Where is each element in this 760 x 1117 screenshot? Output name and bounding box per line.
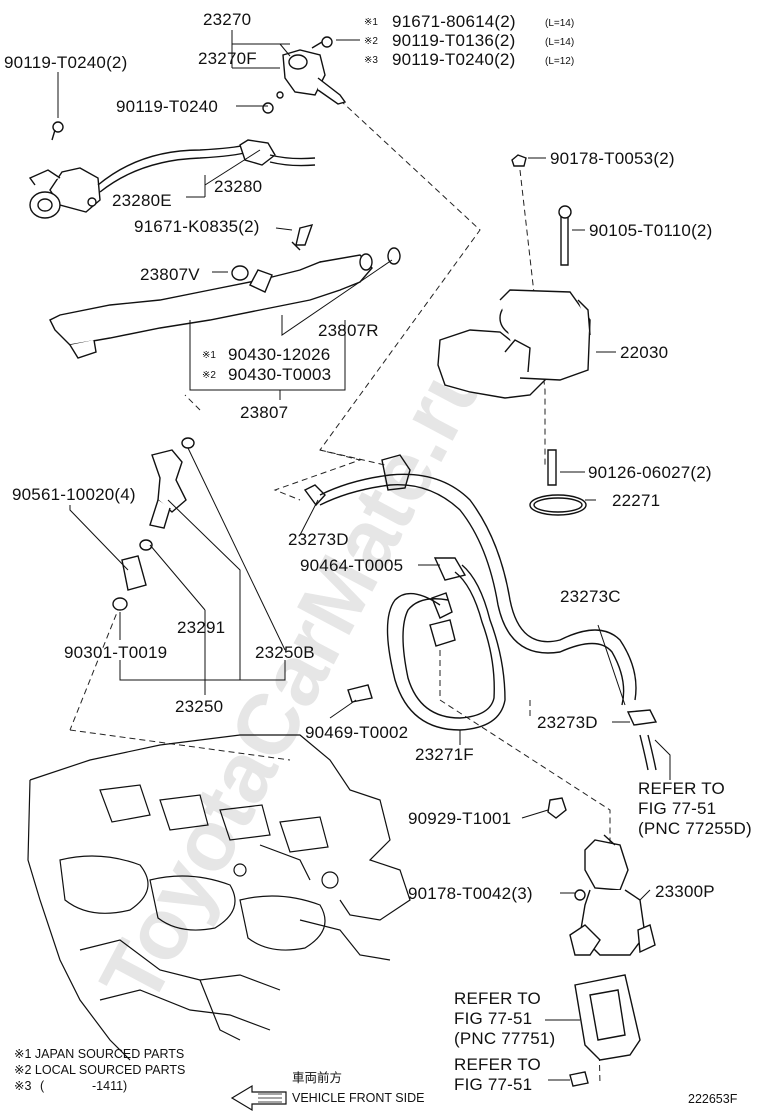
marker-2-pipe: ※2 (202, 370, 216, 381)
ecu-bracket (569, 974, 641, 1087)
footnote-3-marker: ※3 (14, 1079, 31, 1093)
label-90430-t0003: 90430-T0003 (228, 365, 331, 384)
label-23807: 23807 (240, 403, 288, 422)
front-label-jp: 車両前方 (292, 1070, 342, 1085)
bolt-row-1-part: 91671-80614(2) (392, 12, 516, 31)
figure-code: 222653F (688, 1092, 738, 1106)
label-23271f: 23271F (415, 745, 474, 764)
label-23273d-lower: 23273D (537, 713, 598, 732)
label-23300p: 23300P (655, 882, 715, 901)
refer-1-line3: (PNC 77255D) (638, 819, 752, 838)
refer-1-line2: FIG 77-51 (638, 799, 716, 818)
label-22271: 22271 (612, 491, 660, 510)
refer-3-line1: REFER TO (454, 1055, 541, 1074)
label-90126-06027: 90126-06027(2) (588, 463, 712, 482)
bolt-variant-table: ※1 91671-80614(2) (L=14) ※2 90119-T0136(… (364, 12, 574, 69)
label-23250: 23250 (175, 697, 223, 716)
refer-2-line1: REFER TO (454, 989, 541, 1008)
label-23280e: 23280E (112, 191, 172, 210)
fuel-injector (112, 437, 195, 611)
refer-1-line1: REFER TO (638, 779, 725, 798)
label-23270f: 23270F (198, 49, 257, 68)
label-90561-10020: 90561-10020(4) (12, 485, 136, 504)
refer-2-line2: FIG 77-51 (454, 1009, 532, 1028)
label-90464-t0005: 90464-T0005 (300, 556, 403, 575)
refer-note-3: REFER TO FIG 77-51 (454, 1055, 541, 1094)
bolt-row-1-marker: ※1 (364, 17, 378, 28)
footnote-3-range: -1411) (92, 1079, 127, 1093)
footnotes: ※1 JAPAN SOURCED PARTS ※2 LOCAL SOURCED … (14, 1047, 185, 1093)
label-90301-t0019: 90301-T0019 (64, 643, 167, 662)
label-90105-t0110: 90105-T0110(2) (589, 221, 712, 240)
label-23270: 23270 (203, 10, 251, 29)
label-90469-t0002: 90469-T0002 (305, 723, 408, 742)
vacuum-hoses (303, 454, 658, 771)
bolt-row-2-marker: ※2 (364, 36, 378, 47)
watermark: ToyotaCarMate.ru (82, 334, 507, 1019)
bolt-row-3: ※3 90119-T0240(2) (L=12) (364, 50, 574, 69)
label-23807v: 23807V (140, 265, 200, 284)
leader-lines (57, 30, 671, 1081)
vsv-23280 (28, 121, 316, 219)
footnote-3-open: ( (40, 1079, 45, 1093)
label-23273c: 23273C (560, 587, 621, 606)
dashed-reference-lines (69, 99, 611, 1086)
refer-3-line2: FIG 77-51 (454, 1075, 532, 1094)
bolt-row-2: ※2 90119-T0136(2) (L=14) (364, 31, 574, 50)
footnote-japan: ※1 JAPAN SOURCED PARTS (14, 1047, 184, 1061)
footnote-local: ※2 LOCAL SOURCED PARTS (14, 1063, 185, 1077)
label-90430-12026: 90430-12026 (228, 345, 330, 364)
label-90178-t0053: 90178-T0053(2) (550, 149, 675, 168)
engine-block (27, 734, 411, 1061)
bolt-row-2-part: 90119-T0136(2) (392, 31, 515, 50)
throttle-body (437, 154, 591, 516)
label-23250b: 23250B (255, 643, 315, 662)
label-91671-k0835: 91671-K0835(2) (134, 217, 260, 236)
label-23280: 23280 (214, 177, 262, 196)
vacuum-switching-valve-23300p (547, 797, 656, 956)
label-23273d-upper: 23273D (288, 530, 349, 549)
label-90119-t0240: 90119-T0240 (116, 97, 218, 116)
callout-labels: 23270 23270F 90119-T0240(2) 90119-T0240 … (4, 10, 715, 903)
fuel-delivery-pipe (49, 224, 401, 359)
bolt-row-2-length: (L=14) (545, 37, 574, 48)
refer-2-line3: (PNC 77751) (454, 1029, 555, 1048)
bolt-row-3-part: 90119-T0240(2) (392, 50, 515, 69)
bolt-row-1-length: (L=14) (545, 18, 574, 29)
label-90119-t0240-2: 90119-T0240(2) (4, 53, 127, 72)
label-22030: 22030 (620, 343, 668, 362)
label-23291: 23291 (177, 618, 225, 637)
marker-1-pipe: ※1 (202, 350, 216, 361)
refer-note-2: REFER TO FIG 77-51 (PNC 77751) (454, 989, 555, 1048)
label-90929-t1001: 90929-T1001 (408, 809, 511, 828)
bolt-row-3-length: (L=12) (545, 56, 574, 67)
label-23807r: 23807R (318, 321, 379, 340)
label-90178-t0042: 90178-T0042(3) (408, 884, 533, 903)
bolt-row-1: ※1 91671-80614(2) (L=14) (364, 12, 574, 31)
front-label-en: VEHICLE FRONT SIDE (292, 1091, 424, 1105)
refer-note-1: REFER TO FIG 77-51 (PNC 77255D) (638, 779, 752, 838)
bolt-row-3-marker: ※3 (364, 55, 378, 66)
vsv-23270 (262, 36, 347, 114)
vehicle-front-indicator: 車両前方 VEHICLE FRONT SIDE (230, 1070, 424, 1112)
